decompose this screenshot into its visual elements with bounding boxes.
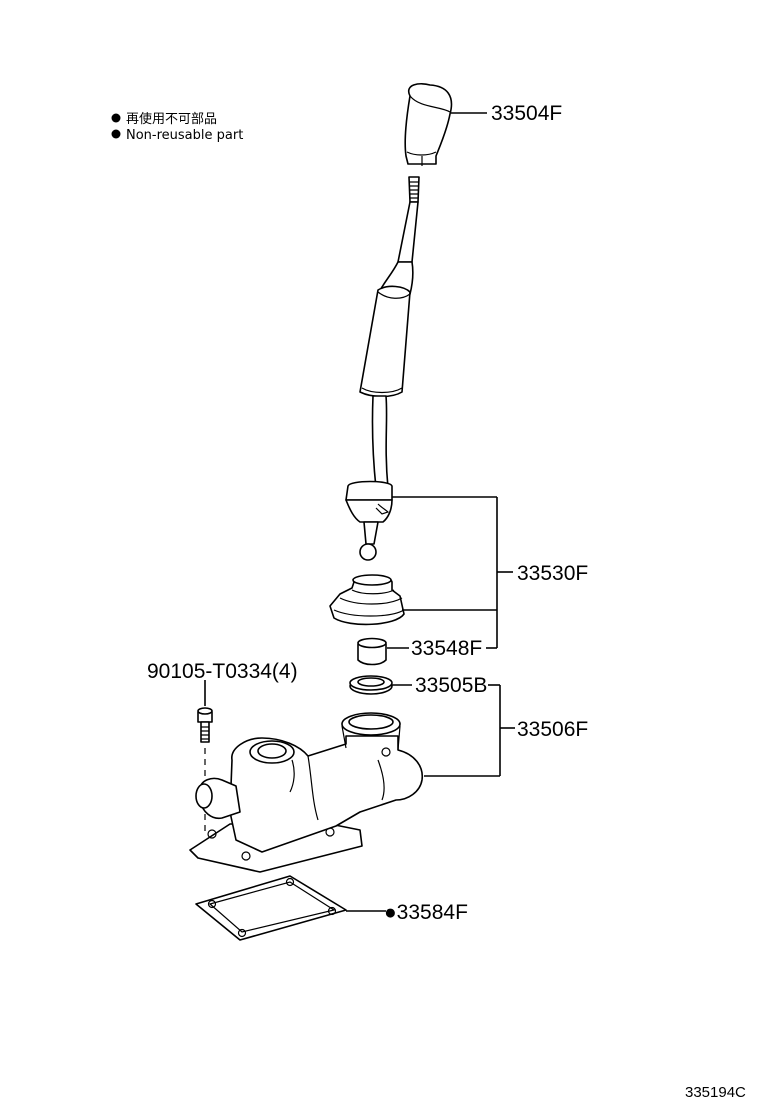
legend-dot-icon bbox=[111, 129, 121, 139]
bolt[interactable] bbox=[197, 680, 213, 836]
lever-assy-bracket bbox=[486, 497, 513, 649]
bushing[interactable] bbox=[357, 637, 409, 666]
label-33584F: ●33584F bbox=[384, 901, 468, 924]
boot[interactable] bbox=[329, 574, 497, 626]
lever-retainer[interactable] bbox=[189, 712, 500, 873]
label-33506F: 33506F bbox=[517, 718, 588, 741]
shift-knob[interactable] bbox=[404, 82, 487, 166]
label-bolt: 90105-T0334(4) bbox=[147, 660, 298, 683]
shift-lever[interactable] bbox=[345, 176, 497, 561]
label-33504F: 33504F bbox=[491, 102, 562, 125]
label-33505B: 33505B bbox=[415, 674, 487, 697]
oil-seal[interactable] bbox=[349, 675, 412, 695]
legend-text-jp: 再使用不可部品 bbox=[126, 111, 217, 127]
legend-text-en: Non-reusable part bbox=[126, 128, 243, 143]
legend: 再使用不可部品 Non-reusable part bbox=[111, 111, 243, 143]
reference-number: 335194C bbox=[685, 1084, 746, 1101]
label-33548F: 33548F bbox=[411, 637, 482, 660]
label-33530F: 33530F bbox=[517, 562, 588, 585]
legend-dot-icon bbox=[111, 113, 121, 123]
retainer-bracket bbox=[488, 684, 515, 776]
gasket[interactable] bbox=[195, 875, 386, 941]
